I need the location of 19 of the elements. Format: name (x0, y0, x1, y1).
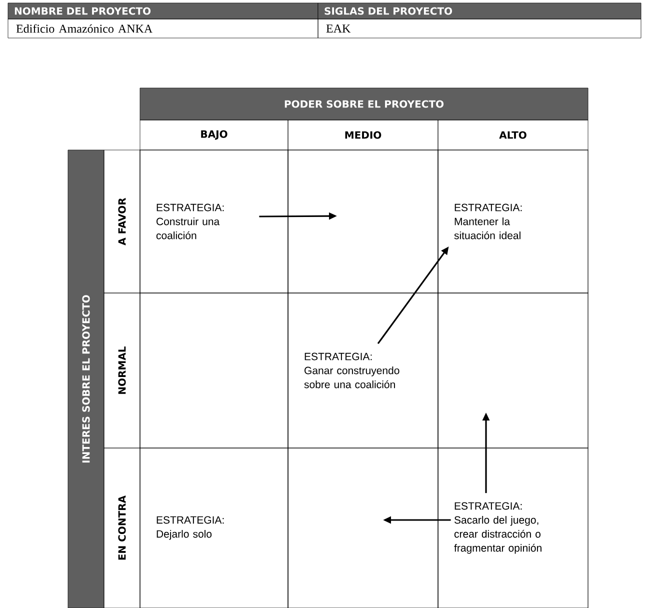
row-header: NORMAL (104, 292, 140, 448)
strategy-text: ESTRATEGIA: Ganar construyendo sobre una coalición (304, 352, 400, 388)
strategy-text: ESTRATEGIA: Dejarlo solo (156, 516, 224, 540)
header-cell: SIGLAS DEL PROYECTO (318, 2, 642, 20)
strategy-text: ESTRATEGIA: Sacarlo del juego, crear distracción o fragmentar opinión (454, 502, 542, 554)
grid-cell (288, 448, 438, 608)
table-cell: EAK (318, 18, 642, 38)
column-header: MEDIO (288, 120, 438, 150)
column-header: BAJO (140, 120, 288, 150)
table-cell: Edificio Amazónico ANKA (8, 18, 318, 38)
strategy-text: ESTRATEGIA: Construir una coalición (156, 204, 224, 240)
column-header: ALTO (438, 120, 588, 150)
grid-cell (438, 292, 588, 448)
row-header: A FAVOR (104, 150, 140, 294)
row-header: EN CONTRA (104, 448, 140, 608)
axis-band: PODER SOBRE EL PROYECTO (140, 88, 588, 120)
header-cell: NOMBRE DEL PROYECTO (8, 2, 318, 20)
axis-band: INTERES SOBRE EL PROYECTO (68, 150, 104, 608)
strategy-text: ESTRATEGIA: Mantener la situación ideal (454, 204, 522, 240)
